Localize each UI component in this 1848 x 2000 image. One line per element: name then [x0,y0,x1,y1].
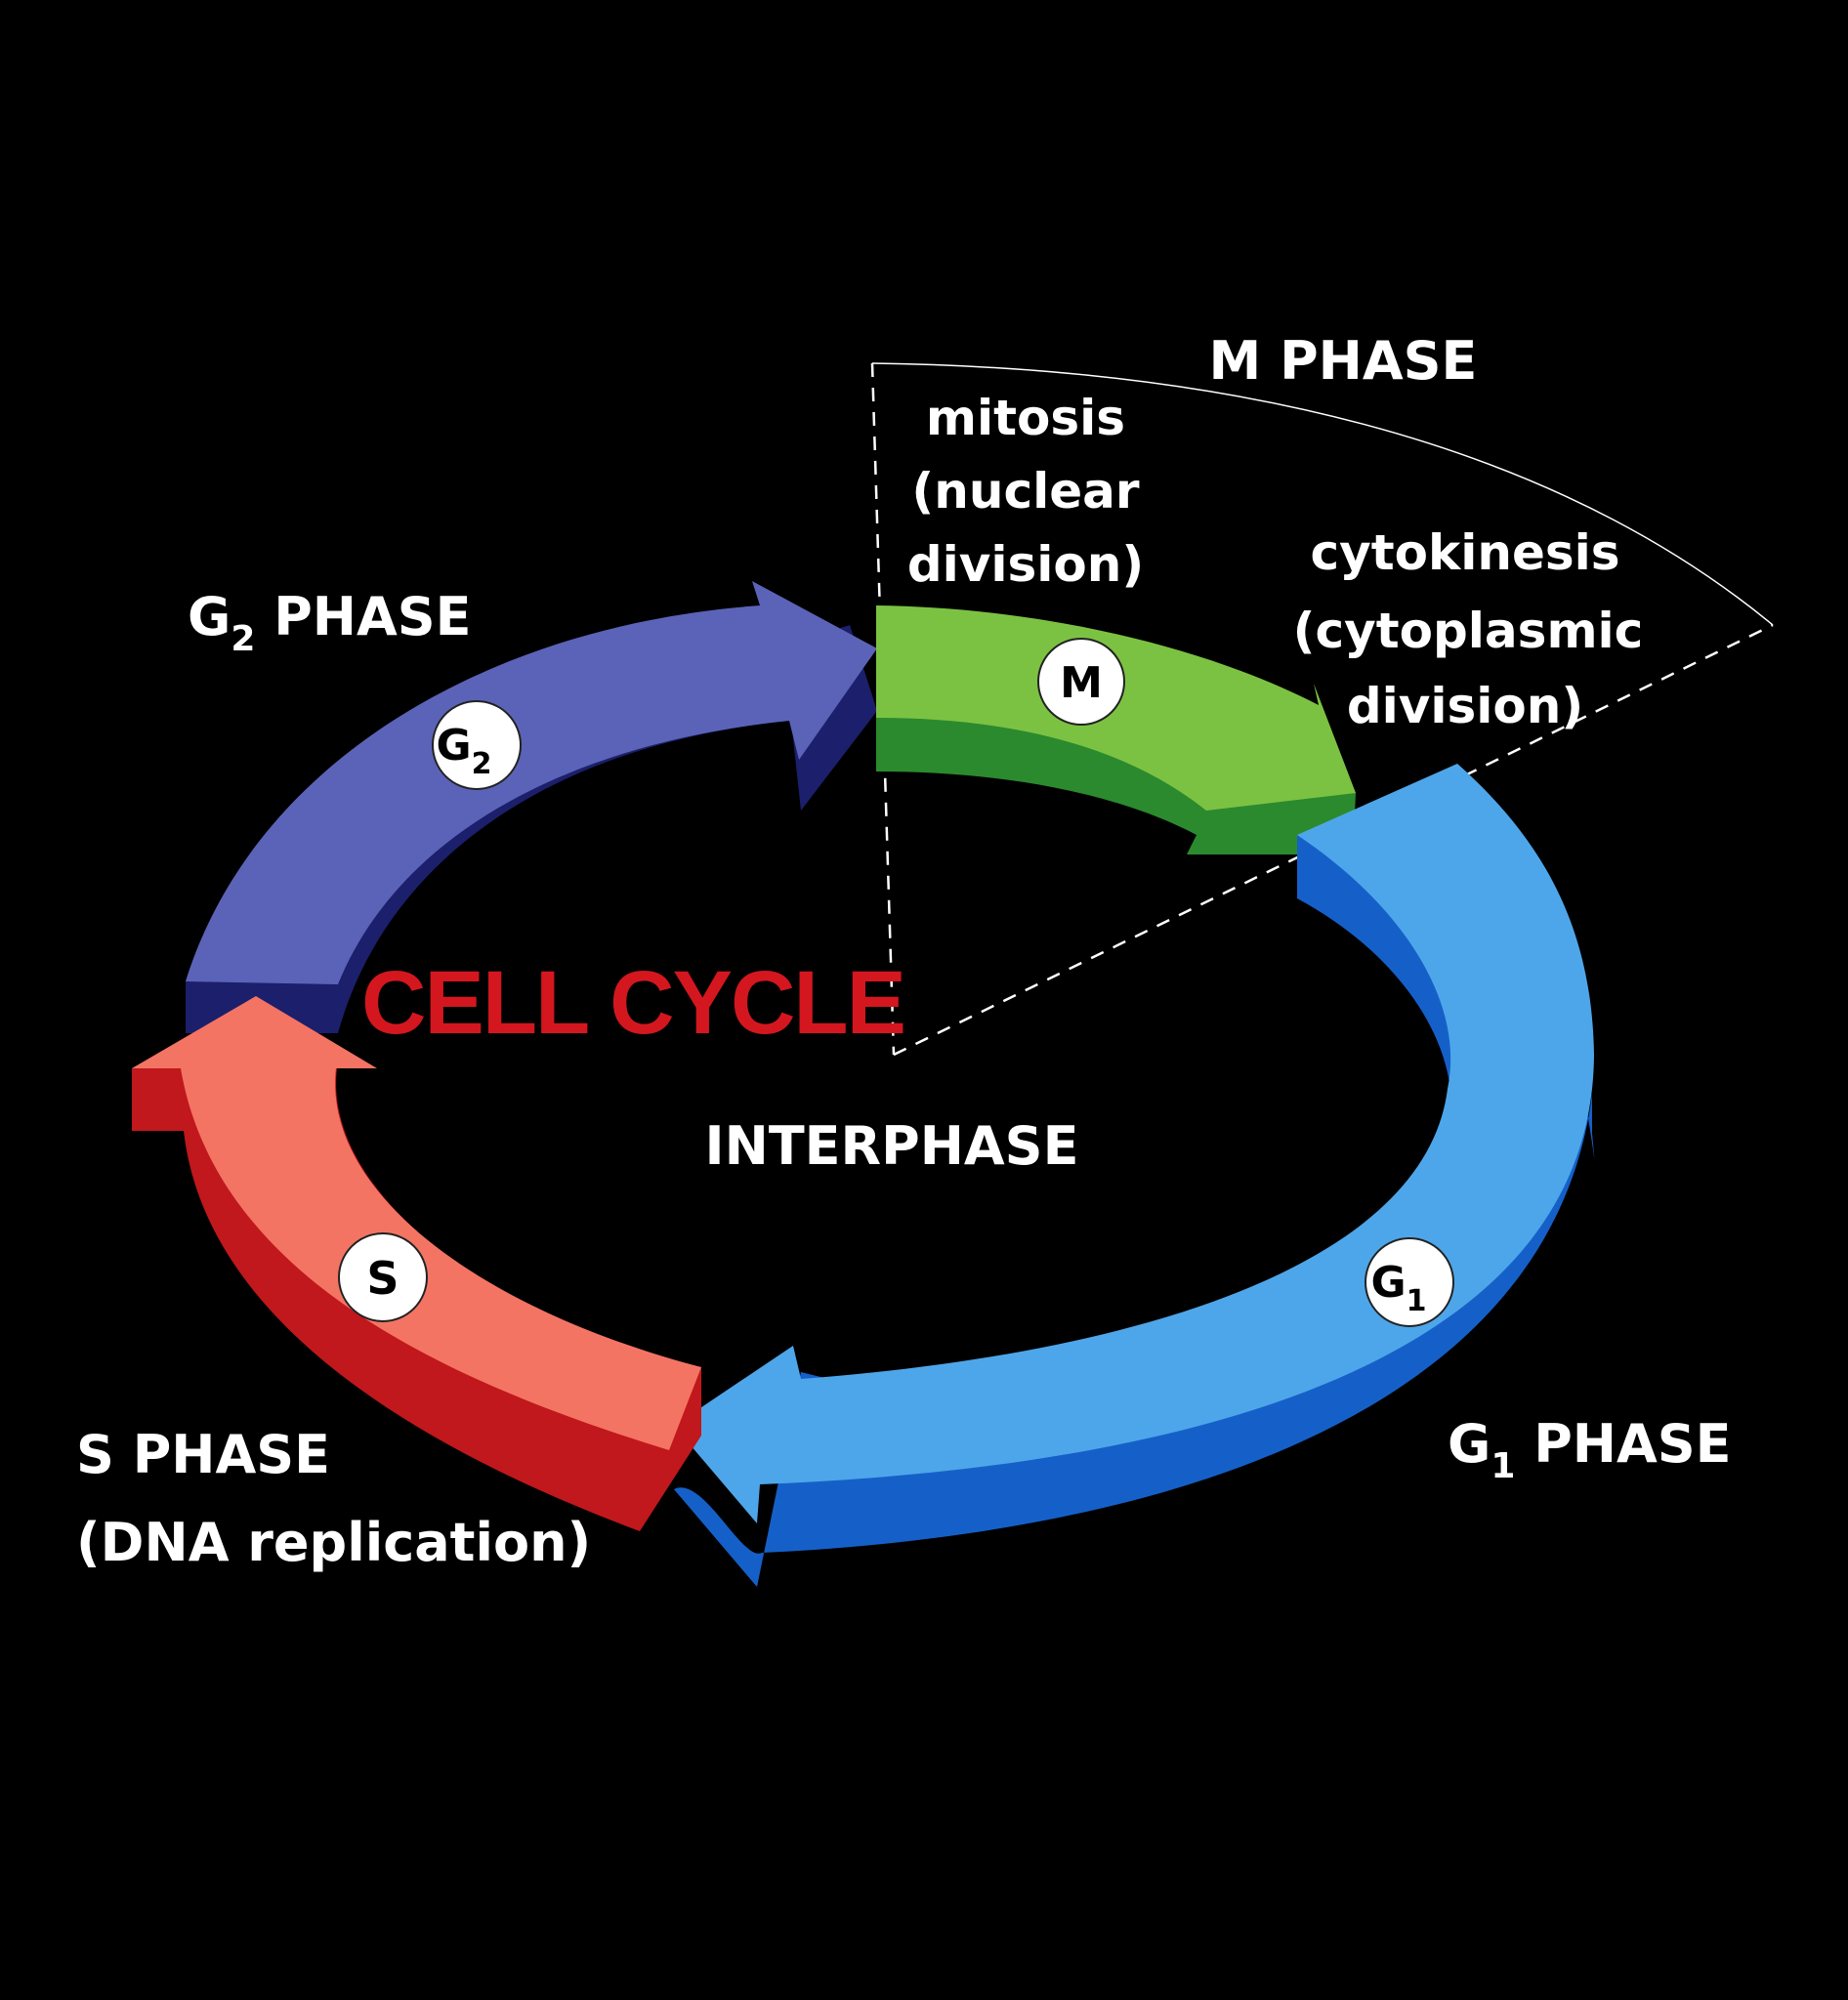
m-phase-header: M PHASE [1209,330,1478,392]
g1-phase-letter: G [1448,1413,1491,1475]
svg-text:G1: G1 [1371,1258,1427,1318]
g2-phase-letter: G [188,586,231,647]
g1-badge-subscript: 1 [1407,1284,1427,1318]
g2-badge-letter: G [437,721,472,771]
s-badge-letter: S [366,1252,399,1305]
g2-badge: G2 [432,700,522,790]
mitosis-line-1: mitosis [926,390,1125,446]
cytokinesis-line-3: division) [1347,678,1583,734]
m-badge-circle [1037,638,1125,726]
m-sector-arc [871,362,1774,626]
interphase-label: INTERPHASE [705,1115,1079,1177]
g1-badge: G1 [1365,1237,1454,1327]
s-arrow-top [132,996,701,1450]
g1-arrow-top [674,764,1594,1523]
g1-arrow [674,764,1595,1587]
mitosis-line-3: division) [907,536,1144,593]
mitosis-line-2: (nuclear [911,463,1139,520]
g2-phase-subscript: 2 [231,619,255,659]
s-phase-label: S PHASE [76,1424,330,1485]
g1-phase-text: PHASE [1515,1413,1731,1475]
g2-phase-text: PHASE [255,586,471,647]
s-badge: S [338,1232,428,1322]
m-badge-letter: M [1060,658,1103,708]
cytokinesis-line-2: (cytoplasmic [1293,603,1644,659]
g2-arrow-top [186,581,877,984]
s-phase-sublabel: (DNA replication) [76,1512,591,1573]
g1-phase-subscript: 1 [1491,1446,1515,1486]
m-badge: M [1037,638,1125,726]
cytokinesis-line-1: cytokinesis [1310,524,1619,581]
s-badge-circle [338,1232,428,1322]
g1-badge-circle [1365,1237,1454,1327]
g2-badge-circle [432,700,522,790]
g1-phase-label: G1 PHASE [1448,1413,1732,1486]
g2-phase-label: G2 PHASE [188,586,472,659]
svg-text:G2: G2 [437,721,492,781]
g1-badge-letter: G [1371,1258,1407,1308]
g2-badge-subscript: 2 [472,747,492,781]
diagram-title: CELL CYCLE [361,953,904,1053]
g2-arrow [186,581,877,1033]
